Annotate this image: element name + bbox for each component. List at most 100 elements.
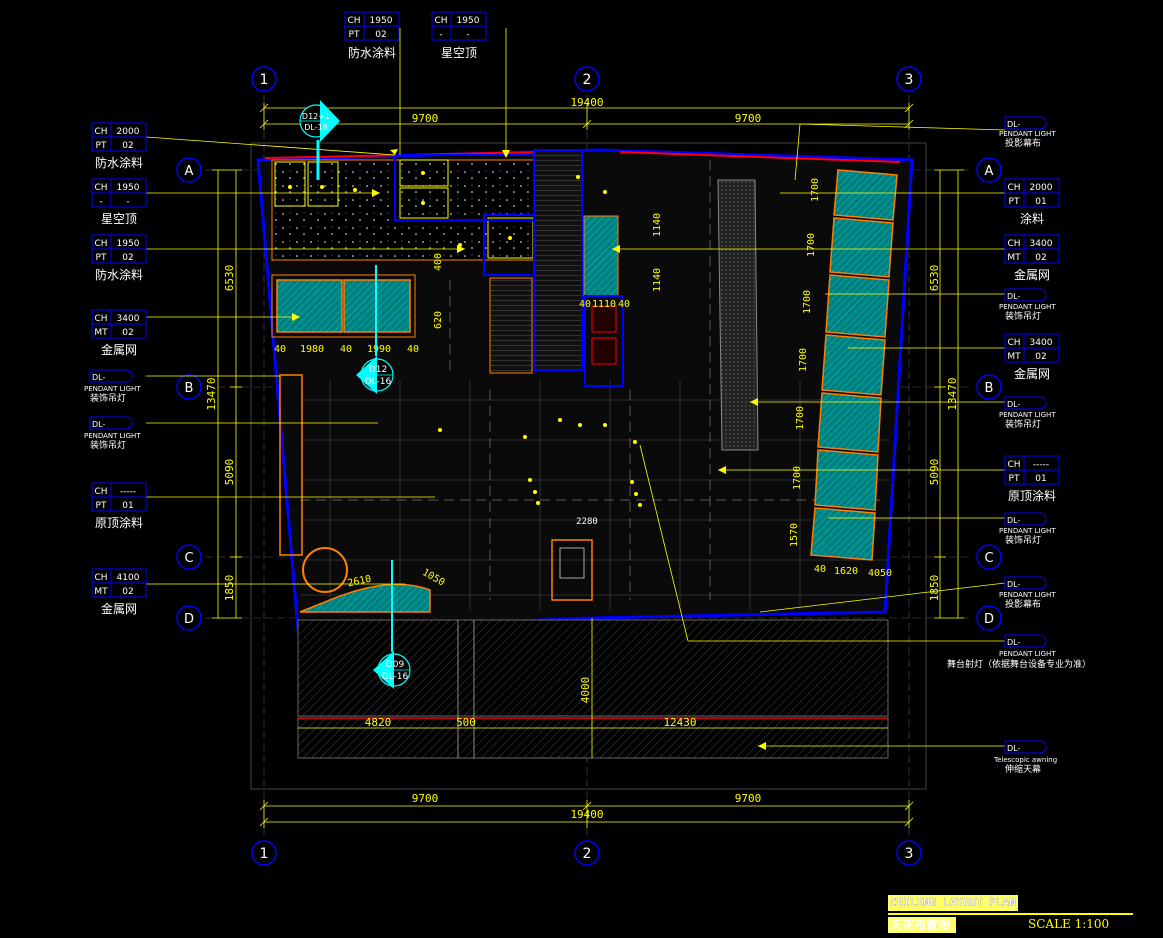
grid-row-c-label: C	[184, 551, 193, 566]
tag-left-1-pt: PT	[96, 141, 107, 151]
dim-panel-1990: 1990	[367, 344, 391, 355]
dim-stage-depth: 4000	[579, 677, 592, 704]
tag-left-3-ch: CH	[94, 239, 107, 249]
tag-right-4-cn: 原顶涂料	[1008, 488, 1056, 503]
dim-stage-w3: 12430	[663, 716, 696, 729]
tag-right-4: CH ----- PT 01 原顶涂料	[1004, 455, 1060, 503]
dim-1700-6: 1700	[792, 466, 803, 490]
tag-right-3: CH 3400 MT 02 金属网	[1004, 333, 1060, 381]
light-right-2-en: PENDANT LIGHT	[999, 303, 1056, 311]
light-dots	[288, 171, 642, 507]
dim-top-left: 9700	[412, 112, 439, 125]
tag-right-4-ch: CH	[1007, 460, 1020, 470]
dim-right-cd: 1850	[928, 575, 941, 602]
detail-marker-2-bottom: DL-16	[365, 377, 392, 387]
tag-left-3-pt-val: 02	[122, 253, 133, 263]
dim-1700-5: 1700	[795, 406, 806, 430]
tag-left-6: CH 4100 MT 02 金属网	[91, 568, 147, 616]
tag-left-2-pt-val: -	[126, 197, 129, 207]
tag-right-4-pt-val: 01	[1035, 474, 1046, 484]
dim-stair-1110: 1110	[592, 299, 616, 310]
light-right-6-en: PENDANT LIGHT	[999, 650, 1056, 658]
tag-left-4: CH 3400 MT 02 金属网	[91, 309, 147, 357]
tag-right-2-pt-val: 02	[1035, 253, 1046, 263]
light-right-3-code: DL-	[1007, 400, 1020, 409]
grid-bubble-row-a-right: A	[976, 157, 1002, 183]
dim-top-total: 19400	[570, 96, 603, 109]
dim-vert-400: 400	[433, 253, 444, 271]
detail-marker-d09: D09 DL-16	[373, 560, 411, 689]
metal-mesh-panel-left-1	[276, 279, 343, 333]
detail-marker-d12: D12 DL-16	[356, 265, 394, 394]
light-right-1-en: PENDANT LIGHT	[999, 130, 1056, 138]
stair-run-left	[489, 277, 533, 374]
tag-right-3-cn: 金属网	[1014, 366, 1050, 381]
gray-feature-strip	[717, 179, 759, 451]
tag-left-2-cn: 星空顶	[101, 212, 137, 226]
dim-left-ab: 6530	[223, 265, 236, 292]
tag-left-5-pt: PT	[96, 501, 107, 511]
tag-right-2-ch-val: 3400	[1030, 239, 1053, 249]
sheet-frame	[250, 142, 927, 790]
light-right-1-cn: 投影幕布	[1005, 137, 1041, 149]
room-box-1	[274, 161, 306, 207]
tag-left-1-pt-val: 02	[122, 141, 133, 151]
tag-left-6-ch-val: 4100	[117, 573, 140, 583]
dim-left-cd: 1850	[223, 575, 236, 602]
dim-panel-40c: 40	[407, 344, 419, 355]
tag-left-1-cn: 防水涂料	[95, 155, 143, 170]
star-ceiling-left	[271, 159, 538, 261]
dim-stair-40b: 40	[618, 299, 630, 310]
curved-panel	[299, 583, 431, 613]
dim-top-right: 9700	[735, 112, 762, 125]
light-left-1-cn: 装饰吊灯	[90, 392, 126, 404]
tag-left-4-ch: CH	[94, 314, 107, 324]
tag-left-5-pt-val: 01	[122, 501, 133, 511]
dim-vert-1140b: 1140	[652, 268, 663, 292]
metal-mesh-frame-left	[271, 274, 416, 338]
leader-arrows	[292, 149, 766, 750]
light-right-5-code: DL-	[1007, 580, 1020, 589]
dim-vert-620: 620	[433, 311, 444, 329]
light-right-3-cn: 装饰吊灯	[1005, 418, 1041, 430]
grid-bubble-row-d-right: D	[976, 605, 1002, 631]
right-1700-dims: 1700 1700 1700 1700 1700 1700	[792, 178, 821, 490]
tag-left-4-pt: MT	[94, 328, 108, 338]
outer-wall-red-2	[619, 151, 901, 163]
light-right-2-cn: 装饰吊灯	[1005, 310, 1041, 322]
drawing-title-cn: 天花布置图	[888, 917, 956, 933]
title-block: CEILING LAYOUT PLAN 天花布置图 SCALE 1:100	[888, 895, 1133, 938]
grid-bubble-col-2-bottom: 2	[574, 840, 600, 866]
tag-left-6-cn: 金属网	[101, 601, 137, 616]
tag-top-1-ch: CH	[347, 16, 360, 26]
grid-bubble-row-b-left: B	[176, 374, 202, 400]
light-tag-right-7: DL- Telescopic awning 伸缩天幕	[993, 740, 1057, 775]
left-column-strip	[279, 374, 303, 556]
dim-40d: 40	[814, 564, 826, 575]
tag-left-3-cn: 防水涂料	[95, 267, 143, 282]
dim-vert-1140a: 1140	[652, 213, 663, 237]
tag-top-1-ch-val: 1950	[370, 16, 393, 26]
dim-2610: 2610	[347, 574, 373, 590]
tag-top-1-cn: 防水涂料	[348, 45, 396, 60]
tag-top-2-cn: 星空顶	[441, 46, 477, 60]
dim-left-bc: 5090	[223, 459, 236, 486]
light-right-1-code: DL-	[1007, 120, 1020, 129]
tag-left-1-ch-val: 2000	[117, 127, 140, 137]
grid-row-d-label: D	[184, 612, 194, 627]
dim-bottom-total: 19400	[570, 808, 603, 821]
tag-top-1-pt: PT	[349, 30, 360, 40]
grid-row-b-label-right: B	[985, 381, 994, 396]
light-right-4-code: DL-	[1007, 516, 1020, 525]
tag-left-2-pt: -	[99, 197, 102, 207]
light-right-4-en: PENDANT LIGHT	[999, 527, 1056, 535]
tag-left-3: CH 1950 PT 02 防水涂料	[91, 234, 147, 282]
grid-bubble-col-1-bottom: 1	[251, 840, 277, 866]
elevator-2	[591, 337, 617, 365]
light-right-4-cn: 装饰吊灯	[1005, 534, 1041, 546]
grid-row-d-label-right: D	[984, 612, 994, 627]
light-right-6-cn: 舞台射灯（依据舞台设备专业为准）	[947, 658, 1091, 670]
grid-col-3-label-bottom: 3	[905, 846, 914, 862]
grid-bubble-row-a-left: A	[176, 157, 202, 183]
